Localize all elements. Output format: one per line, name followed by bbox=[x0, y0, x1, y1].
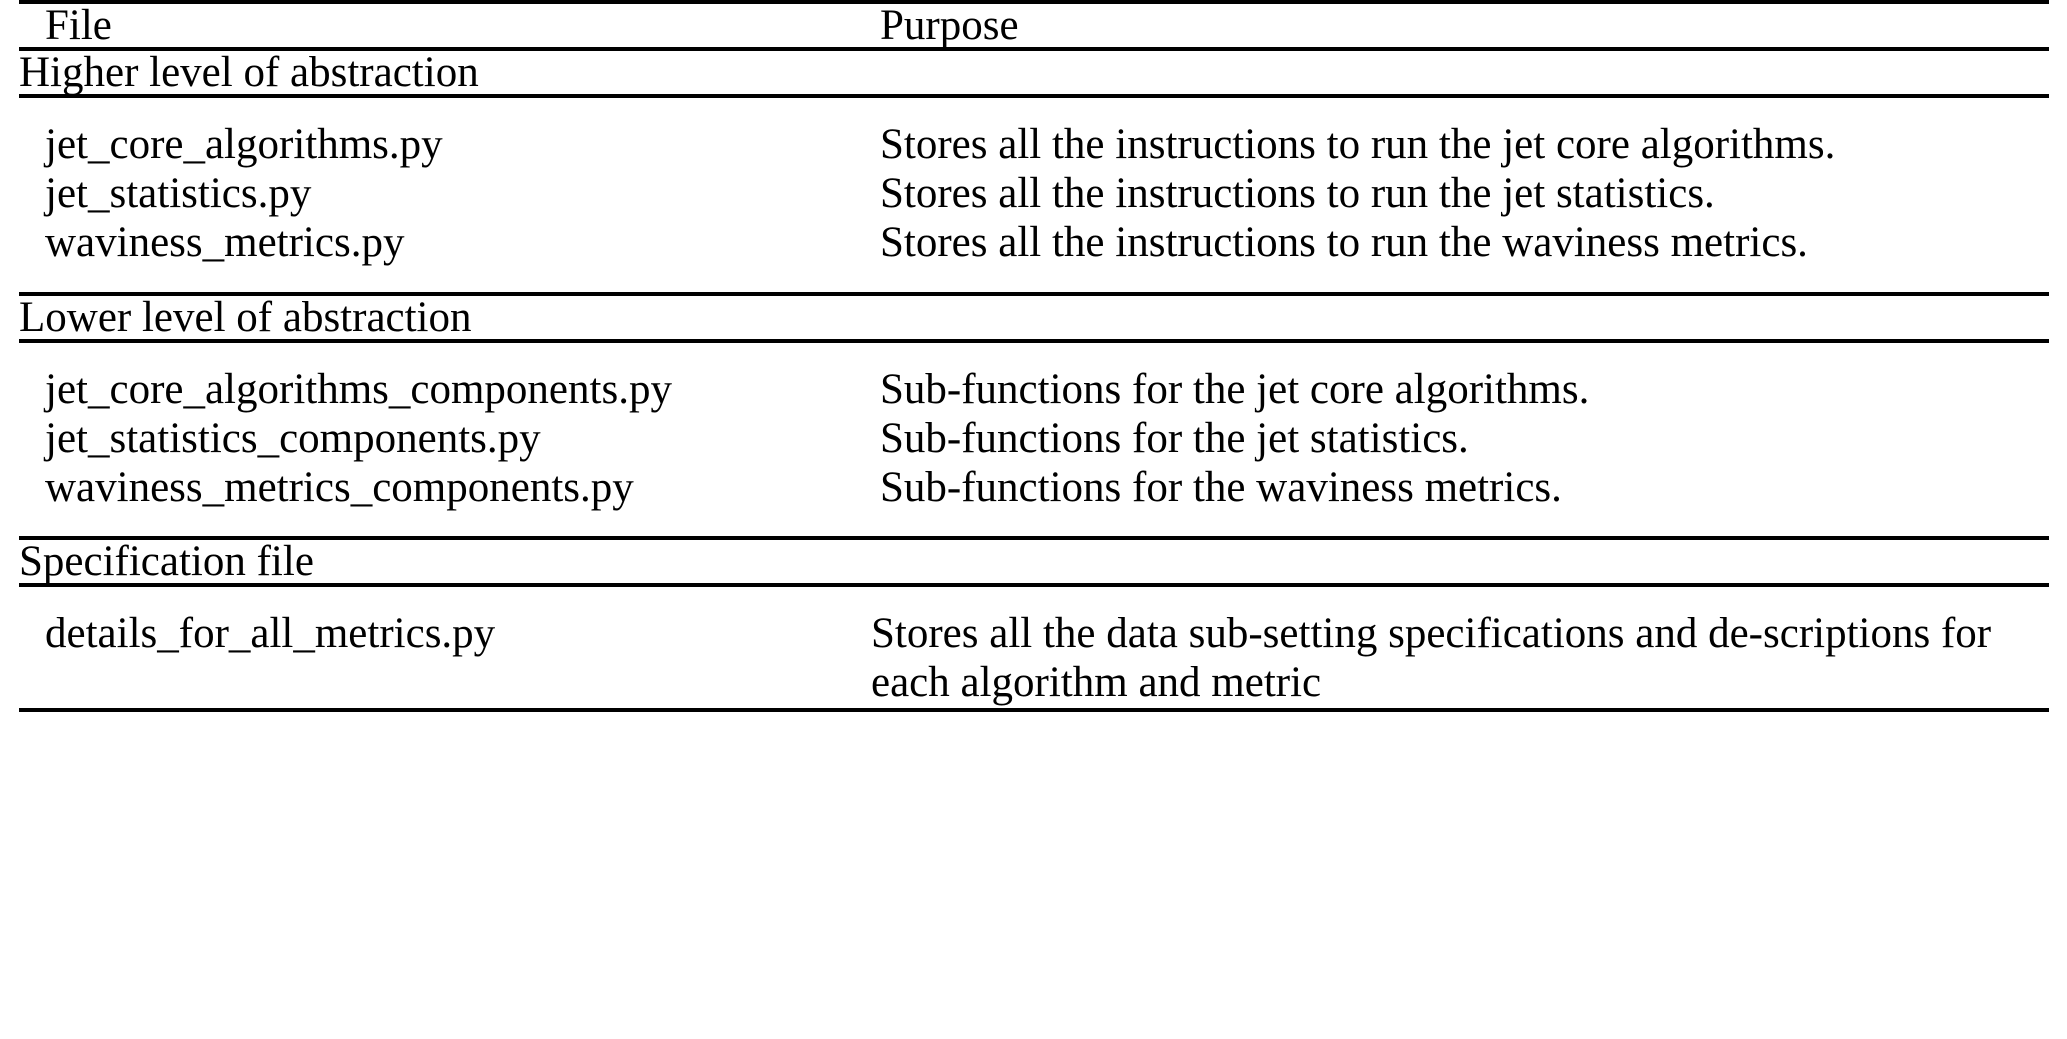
column-header-file: File bbox=[45, 2, 112, 49]
cell-purpose: Stores all the instructions to run the w… bbox=[880, 219, 1808, 267]
cell-file: jet_core_algorithms.py bbox=[45, 121, 443, 168]
group-heading-lower-level: Lower level of abstraction bbox=[19, 293, 472, 341]
column-header-purpose: Purpose bbox=[880, 2, 1019, 49]
cell-file: jet_statistics.py bbox=[45, 170, 312, 218]
table-row: jet_statistics_components.py Sub-functio… bbox=[19, 414, 2049, 463]
file-purpose-table: File Purpose Higher level of abstraction… bbox=[19, 0, 2049, 714]
cell-file: waviness_metrics.py bbox=[45, 219, 405, 267]
rule-segment-left bbox=[19, 708, 871, 714]
group-heading-row: Specification file bbox=[19, 540, 2049, 585]
bottom-rule bbox=[19, 708, 2049, 714]
cell-purpose: Stores all the instructions to run the j… bbox=[880, 121, 1836, 168]
cell-file: jet_core_algorithms_components.py bbox=[45, 365, 672, 413]
group-heading-higher-level: Higher level of abstraction bbox=[19, 49, 479, 96]
table-row: jet_core_algorithms_components.py Sub-fu… bbox=[19, 343, 2049, 414]
table-row: waviness_metrics.py Stores all the instr… bbox=[19, 218, 2049, 293]
group-heading-row: Lower level of abstraction bbox=[19, 296, 2049, 341]
cell-purpose: Sub-functions for the jet statistics. bbox=[880, 414, 1469, 462]
cell-file: waviness_metrics_components.py bbox=[45, 464, 634, 512]
group-heading-row: Higher level of abstraction bbox=[19, 51, 2049, 96]
table-row: jet_core_algorithms.py Stores all the in… bbox=[19, 98, 2049, 169]
table-row: details_for_all_metrics.py Stores all th… bbox=[19, 587, 2049, 710]
cell-file: details_for_all_metrics.py bbox=[45, 610, 496, 658]
cell-purpose: Sub-functions for the waviness metrics. bbox=[880, 464, 1562, 512]
table-row: waviness_metrics_components.py Sub-funct… bbox=[19, 463, 2049, 538]
cell-purpose: Stores all the data sub-setting specific… bbox=[871, 610, 1992, 707]
group-heading-specification-file: Specification file bbox=[19, 538, 314, 586]
rule-segment-right bbox=[871, 708, 2049, 714]
table-header-row: File Purpose bbox=[19, 4, 2049, 49]
table-row: jet_statistics.py Stores all the instruc… bbox=[19, 169, 2049, 218]
cell-purpose: Sub-functions for the jet core algorithm… bbox=[880, 365, 1590, 413]
cell-purpose: Stores all the instructions to run the j… bbox=[880, 170, 1715, 218]
cell-file: jet_statistics_components.py bbox=[45, 414, 541, 462]
